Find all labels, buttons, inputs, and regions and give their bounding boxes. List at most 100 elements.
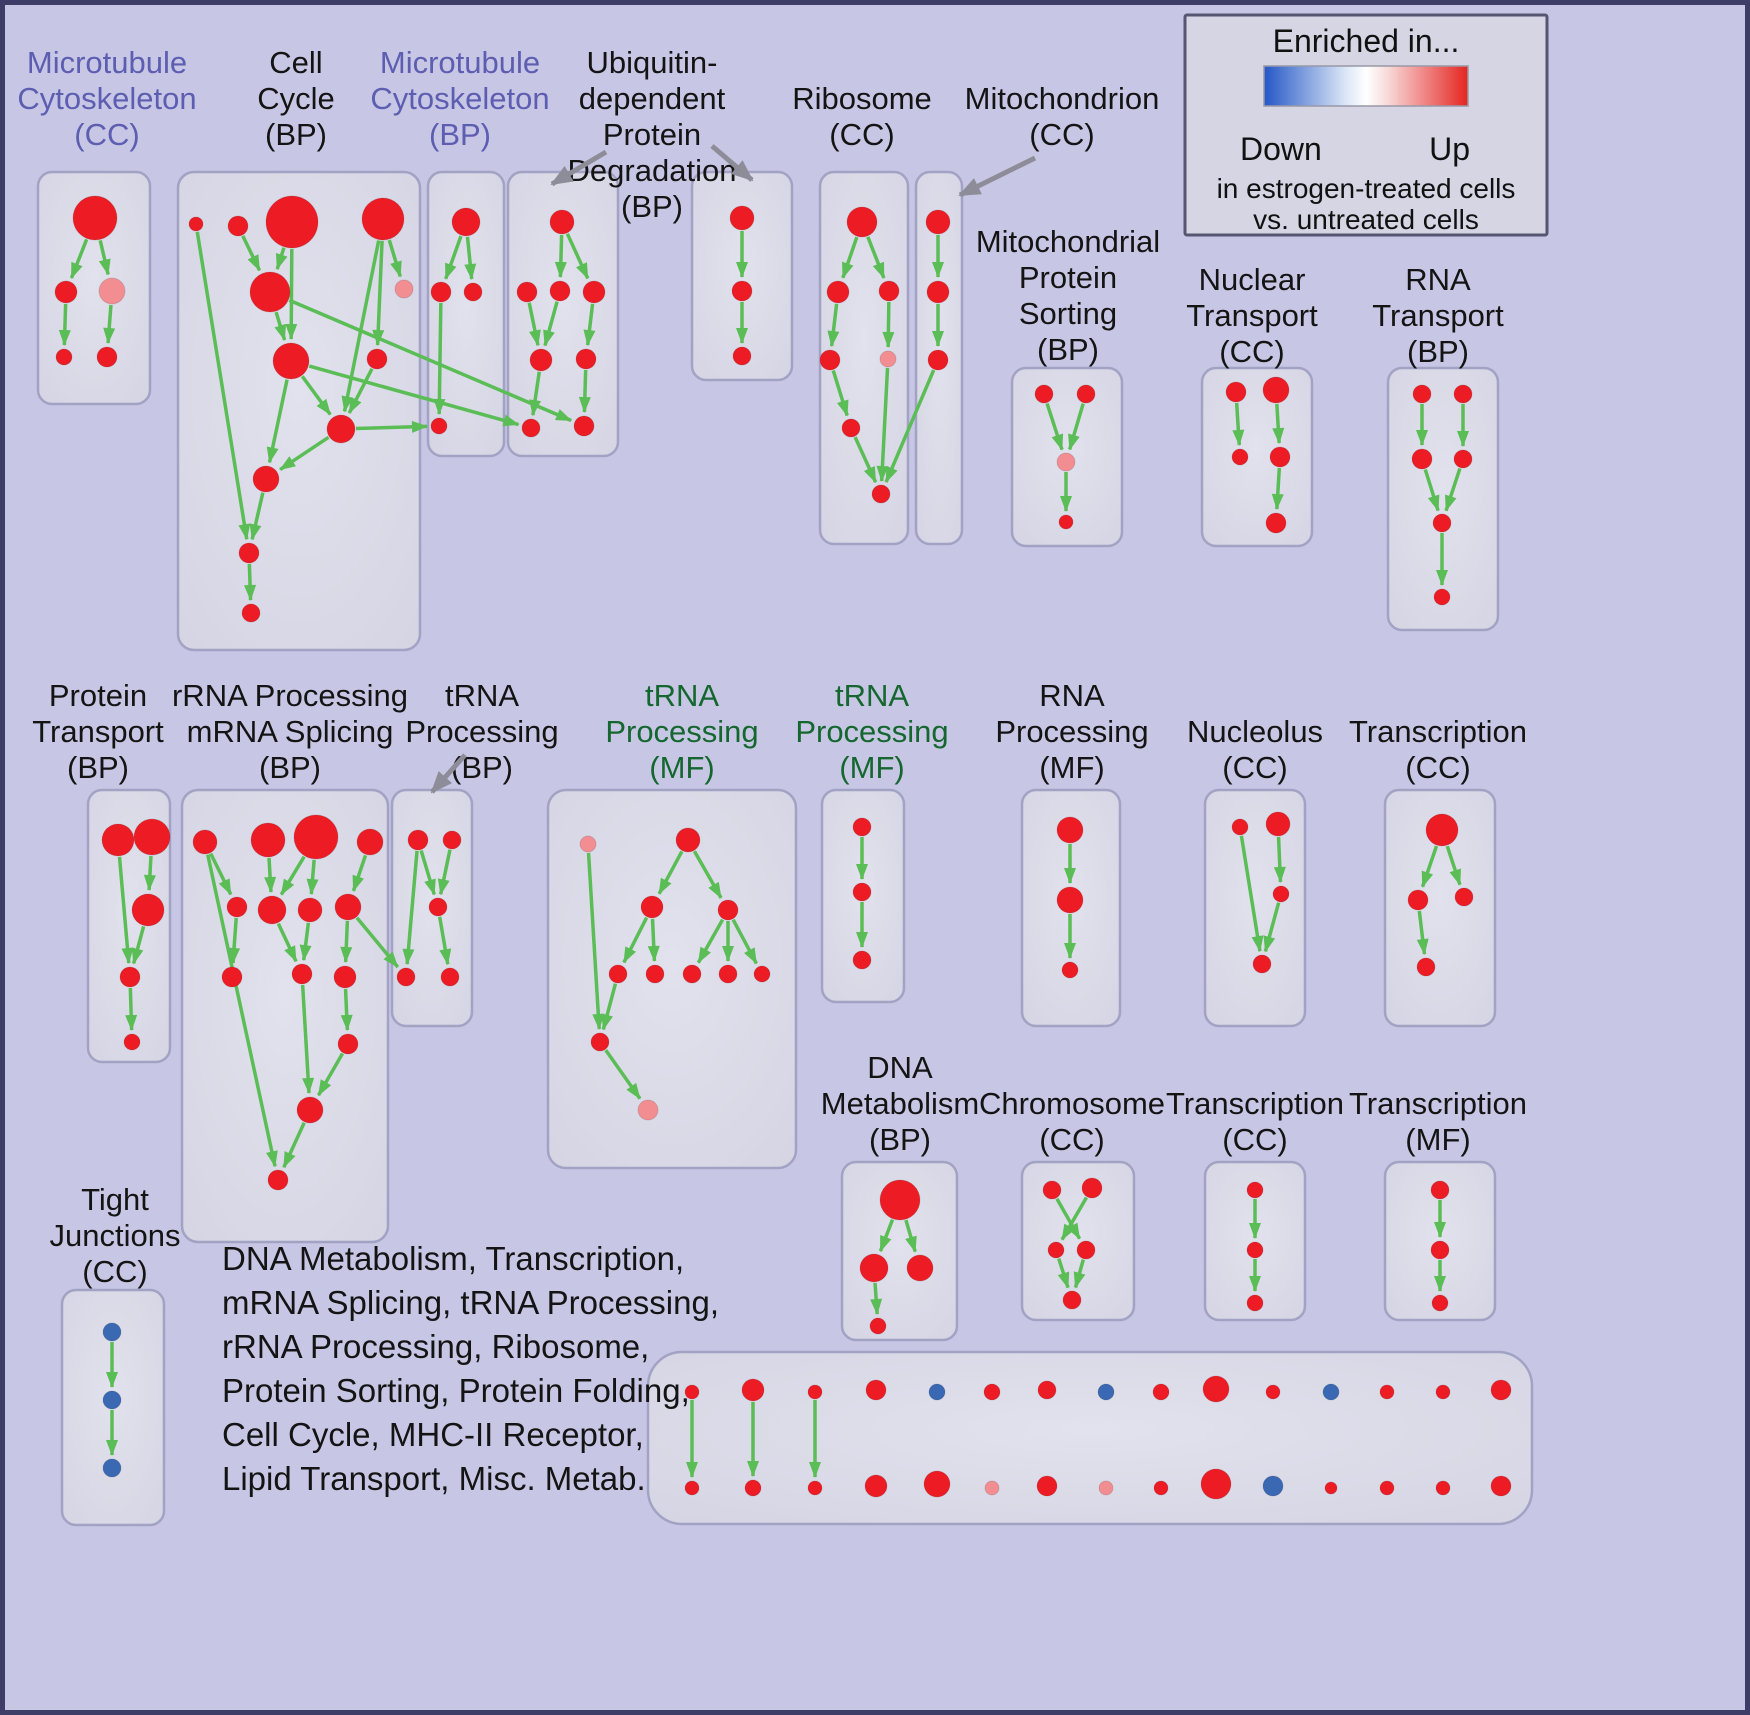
label-pointer-arrow xyxy=(958,155,1037,198)
node-microtubule-cytoskeleton-cc-0 xyxy=(72,195,118,241)
node-misc-categories-0 xyxy=(684,1384,700,1400)
node-ubiquitin-deg-bp-a-2 xyxy=(549,280,571,302)
node-rrna-processing-mrna-splicing-bp-4 xyxy=(226,896,248,918)
node-chromosome-cc-3 xyxy=(1076,1240,1096,1260)
edge-arrow xyxy=(866,236,886,279)
node-trna-processing-mf-a-6 xyxy=(682,964,702,984)
edge-arrow xyxy=(264,857,277,894)
node-cell-cycle-bp-4 xyxy=(249,271,291,313)
node-microtubule-cytoskeleton-bp-0 xyxy=(451,207,481,237)
node-rna-processing-mf-0 xyxy=(1056,816,1084,844)
node-misc-categories-18 xyxy=(864,1474,888,1498)
edge-arrow xyxy=(355,420,429,433)
edge-arrow xyxy=(131,925,146,965)
node-rna-processing-mf-2 xyxy=(1061,961,1079,979)
node-cell-cycle-bp-5 xyxy=(394,279,414,299)
node-microtubule-cytoskeleton-cc-4 xyxy=(96,346,118,368)
edge-arrow xyxy=(1444,467,1462,512)
group-box-nuclear-transport-cc xyxy=(1200,366,1314,548)
node-ubiquitin-deg-bp-a-6 xyxy=(521,418,541,438)
edge-arrow xyxy=(195,231,251,541)
edge-arrow xyxy=(853,436,878,484)
node-microtubule-cytoskeleton-bp-3 xyxy=(430,417,448,435)
group-box-chromosome-cc xyxy=(1020,1160,1136,1322)
node-misc-categories-12 xyxy=(1379,1384,1395,1400)
node-misc-categories-7 xyxy=(1097,1383,1115,1401)
node-ribosome-cc-6 xyxy=(871,484,891,504)
edge-arrow xyxy=(387,239,402,278)
node-ribosome-cc-1 xyxy=(826,280,850,304)
node-rrna-processing-mrna-splicing-bp-0 xyxy=(192,829,218,855)
node-transcription-cc-a-2 xyxy=(1454,887,1474,907)
node-microtubule-cytoskeleton-bp-2 xyxy=(463,282,483,302)
edge-arrow xyxy=(437,849,452,896)
edge-arrow xyxy=(402,850,419,966)
node-misc-categories-22 xyxy=(1098,1480,1114,1496)
edge-arrow xyxy=(657,850,684,895)
edge-arrow xyxy=(274,311,287,341)
node-chromosome-cc-0 xyxy=(1042,1180,1062,1200)
group-label-chromosome-cc: Chromosome(CC) xyxy=(979,1086,1165,1157)
node-nuclear-transport-cc-4 xyxy=(1265,512,1287,534)
node-protein-transport-bp-1 xyxy=(133,818,171,856)
node-trna-processing-mf-a-5 xyxy=(645,964,665,984)
node-trna-processing-mf-a-9 xyxy=(590,1032,610,1052)
node-trna-processing-bp-4 xyxy=(440,967,460,987)
edge-arrow xyxy=(340,988,353,1032)
edge-arrow xyxy=(437,916,452,966)
node-nuclear-transport-cc-3 xyxy=(1269,446,1291,468)
edge-arrow xyxy=(244,563,257,602)
edge-arrow xyxy=(288,298,573,423)
edge-arrow xyxy=(1263,902,1281,953)
legend-gradient-bar xyxy=(1264,66,1468,106)
edge-arrow xyxy=(529,371,542,417)
node-chromosome-cc-1 xyxy=(1081,1177,1103,1199)
node-ubiquitin-deg-bp-a-4 xyxy=(529,348,553,372)
node-rrna-processing-mrna-splicing-bp-9 xyxy=(291,963,313,985)
node-ribosome-cc-2 xyxy=(878,280,900,302)
node-rrna-processing-mrna-splicing-bp-5 xyxy=(257,895,287,925)
node-transcription-cc-a-1 xyxy=(1407,889,1429,911)
edge-arrow xyxy=(878,1218,895,1253)
edge-arrow xyxy=(601,983,618,1031)
edge-arrow xyxy=(351,854,368,892)
edge-arrow xyxy=(266,379,289,464)
node-mitochondrion-cc-1 xyxy=(926,280,950,304)
group-label-nucleolus-cc: Nucleolus(CC) xyxy=(1187,714,1323,785)
edge-arrow xyxy=(1045,402,1064,451)
node-ubiquitin-deg-bp-a-1 xyxy=(516,281,538,303)
node-nuclear-transport-cc-1 xyxy=(1262,376,1290,404)
node-dna-metabolism-bp-2 xyxy=(906,1254,934,1282)
node-misc-categories-11 xyxy=(1322,1383,1340,1401)
edge-arrow xyxy=(731,918,758,965)
node-trna-processing-bp-3 xyxy=(396,967,416,987)
node-trna-processing-bp-2 xyxy=(428,897,448,917)
edge-arrow xyxy=(209,852,233,896)
edge-arrow xyxy=(831,369,849,417)
legend-subline-2: vs. untreated cells xyxy=(1253,204,1479,235)
node-rrna-processing-mrna-splicing-bp-1 xyxy=(250,822,286,858)
edge-arrow xyxy=(543,301,559,347)
node-misc-categories-28 xyxy=(1435,1480,1451,1496)
edge-arrow xyxy=(308,364,520,427)
edge-arrow xyxy=(300,984,315,1095)
edge-arrow xyxy=(622,916,649,964)
category-note: DNA Metabolism, Transcription,mRNA Splic… xyxy=(222,1240,719,1497)
node-mito-protein-sorting-bp-0 xyxy=(1034,384,1054,404)
edge-arrow xyxy=(117,856,134,965)
legend-down-label: Down xyxy=(1240,131,1322,167)
node-rna-transport-bp-5 xyxy=(1433,588,1451,606)
edge-arrow xyxy=(647,918,660,963)
node-rna-transport-bp-1 xyxy=(1453,384,1473,404)
edge-arrow xyxy=(433,302,446,416)
edge-arrow xyxy=(604,1049,642,1100)
node-misc-categories-25 xyxy=(1262,1475,1284,1497)
node-trna-processing-mf-a-1 xyxy=(675,827,701,853)
node-rna-transport-bp-4 xyxy=(1432,513,1452,533)
node-misc-categories-24 xyxy=(1200,1468,1232,1500)
edge-arrow xyxy=(300,375,332,416)
node-trna-processing-mf-a-3 xyxy=(717,899,739,921)
